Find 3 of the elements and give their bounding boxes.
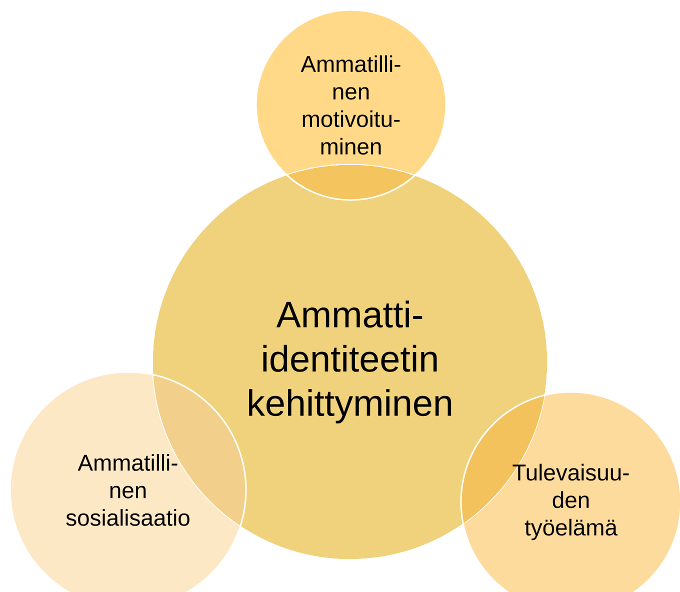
node-label: den	[552, 491, 589, 508]
node-label: Ammatilli- nen motivoitu- minen	[300, 55, 400, 155]
node-label: nen	[110, 486, 146, 498]
